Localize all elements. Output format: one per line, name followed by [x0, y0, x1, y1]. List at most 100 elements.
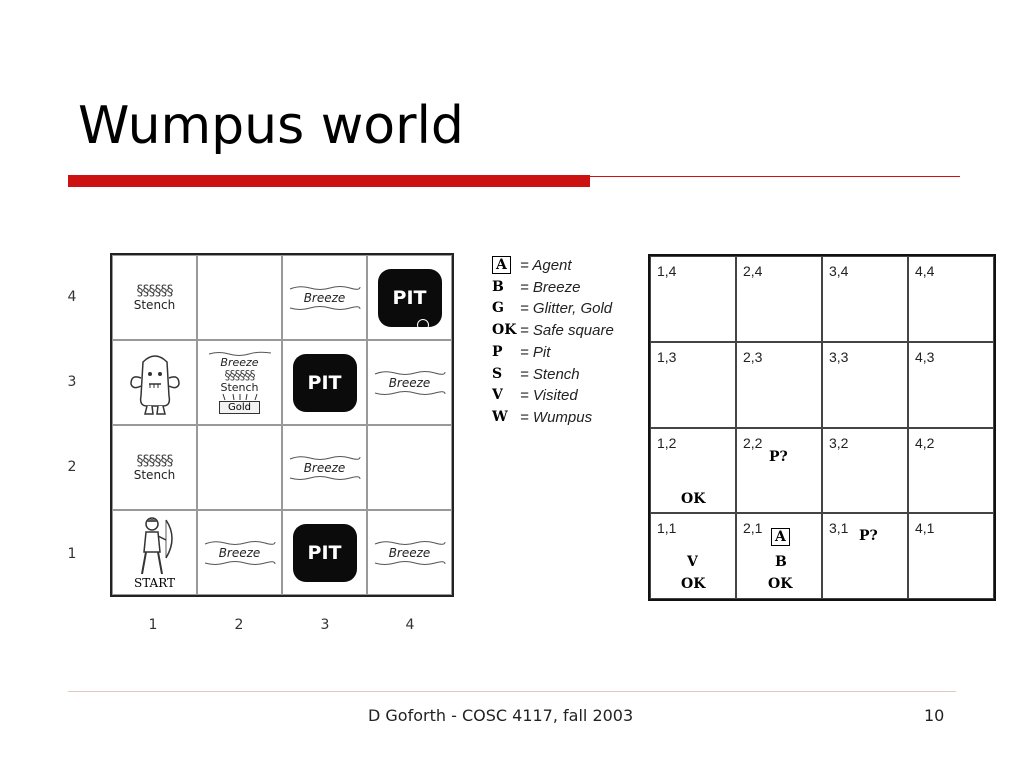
breeze-label: Breeze: [388, 545, 431, 560]
knowledge-cell-3-4: 3,4: [822, 256, 908, 342]
legend-value: = Stench: [520, 365, 580, 383]
knowledge-cell-2-2: 2,2 P?: [736, 427, 822, 514]
world-cell-1-4: §§§§§§ Stench: [112, 255, 197, 340]
knowledge-cell-2-1: 2,1 A B OK: [736, 513, 822, 599]
cell-coord: 2,1: [743, 520, 763, 537]
pit-suspect-mark: P?: [769, 448, 788, 465]
breeze-marker: Breeze: [373, 540, 447, 566]
knowledge-cell-3-3: 3,3: [822, 341, 908, 428]
cell-coord: 4,2: [915, 434, 935, 451]
breeze-wave-icon: [289, 455, 360, 460]
world-cell-3-4: Breeze: [282, 255, 367, 340]
world-cell-4-4: PIT: [367, 255, 452, 340]
cell-coord: 3,3: [829, 348, 849, 365]
gold-marker: Gold: [219, 401, 260, 415]
breeze-marker: Breeze: [288, 285, 362, 311]
magnifier-icon: [417, 319, 429, 331]
legend-key: P: [492, 344, 503, 360]
breeze-wave-icon: [289, 305, 360, 310]
breeze-marker: Breeze: [373, 370, 447, 396]
pit-marker: PIT: [377, 268, 442, 327]
cell-coord: 4,3: [915, 348, 935, 365]
cell-coord: 1,2: [657, 434, 677, 451]
world-cell-2-4: [197, 255, 282, 340]
cell-coord: 2,3: [743, 348, 763, 365]
knowledge-cell-1-2: 1,2 OK: [650, 427, 736, 514]
title-underline-thick: [68, 175, 590, 187]
breeze-label: Breeze: [388, 375, 431, 390]
legend-row: A = Agent: [492, 255, 572, 275]
agent-mark: A: [771, 528, 790, 547]
agent-knowledge-grid: 1,4 2,4 3,4 4,4 1,3 2,3 3,3 4,3 1,2 OK 2…: [648, 254, 996, 601]
breeze-wave-icon: [289, 475, 360, 480]
legend-row: S = Stench: [492, 364, 580, 384]
breeze-label: Breeze: [303, 290, 346, 305]
world-row-label: 4: [67, 289, 77, 305]
legend-value: = Visited: [520, 386, 578, 404]
world-cell-3-3: PIT: [282, 340, 367, 425]
slide-title: Wumpus world: [78, 96, 464, 156]
legend-value: = Glitter, Gold: [520, 299, 613, 317]
world-cell-3-2: Breeze: [282, 425, 367, 510]
knowledge-cell-1-3: 1,3: [650, 341, 736, 428]
cell-coord: 2,2: [743, 434, 763, 451]
agent-hunter-icon: [140, 516, 173, 574]
legend-value: = Wumpus: [520, 408, 593, 426]
legend-key: S: [492, 366, 503, 382]
world-cell-4-2: [367, 425, 452, 510]
knowledge-cell-3-2: 3,2: [822, 427, 908, 514]
world-cell-2-2: [197, 425, 282, 510]
world-cell-3-1: PIT: [282, 510, 367, 595]
cell-coord: 3,4: [829, 263, 849, 279]
breeze-wave-icon: [204, 560, 275, 565]
breeze-wave-icon: [374, 390, 445, 395]
legend-value: = Agent: [520, 256, 572, 274]
breeze-label: Breeze: [218, 545, 261, 560]
legend-row: V = Visited: [492, 385, 578, 405]
cell-coord: 2,4: [743, 263, 763, 279]
legend-row: G = Glitter, Gold: [492, 298, 612, 318]
wumpus-icon: [129, 354, 180, 415]
knowledge-cell-4-3: 4,3: [908, 341, 994, 428]
stench-marker: §§§§§§ Stench: [134, 454, 176, 481]
cell-coord: 1,3: [657, 348, 677, 365]
glitter-icon: [222, 393, 257, 401]
cell-coord: 3,1: [829, 520, 849, 537]
breeze-wave-icon: [289, 285, 360, 290]
knowledge-cell-4-1: 4,1: [908, 513, 994, 599]
legend-row: W = Wumpus: [492, 407, 592, 427]
breeze-marker: Breeze: [288, 455, 362, 481]
wumpus-world-grid: §§§§§§ Stench Breeze PIT Breeze: [110, 253, 454, 597]
pit-suspect-mark: P?: [859, 528, 878, 545]
world-col-label: 1: [148, 617, 158, 633]
stench-squiggle-icon: §§§§§§: [136, 282, 173, 299]
knowledge-cell-2-4: 2,4: [736, 256, 822, 342]
knowledge-cell-2-3: 2,3: [736, 341, 822, 428]
breeze-wave-icon: [208, 351, 271, 356]
breeze-wave-icon: [204, 540, 275, 545]
page-number: 10: [924, 706, 945, 725]
cell-coord: 1,4: [657, 263, 677, 279]
legend-row: B = Breeze: [492, 277, 580, 297]
breeze-label: Breeze: [303, 460, 346, 475]
legend-key: B: [492, 279, 504, 295]
safe-mark: OK: [681, 490, 706, 507]
knowledge-cell-3-1: 3,1 P?: [822, 513, 908, 599]
cell-coord: 4,4: [915, 263, 935, 279]
legend-value: = Safe square: [520, 321, 614, 339]
breeze-wave-icon: [374, 540, 445, 545]
cell-coord: 1,1: [657, 520, 677, 537]
stench-squiggle-icon: §§§§§§: [136, 452, 173, 469]
world-col-label: 3: [320, 617, 330, 633]
breeze-mark: B: [775, 554, 787, 571]
cell-coord: 4,1: [915, 520, 935, 537]
breeze-marker: Breeze: [203, 540, 277, 566]
legend-row: P = Pit: [492, 342, 550, 362]
knowledge-cell-4-2: 4,2: [908, 427, 994, 514]
legend-row: OK = Safe square: [492, 320, 614, 340]
knowledge-cell-1-1: 1,1 V OK: [650, 513, 736, 599]
breeze-wave-icon: [374, 370, 445, 375]
world-cell-1-3: [112, 340, 197, 425]
title-underline-thin: [590, 176, 960, 177]
breeze-label: Breeze: [220, 355, 259, 369]
